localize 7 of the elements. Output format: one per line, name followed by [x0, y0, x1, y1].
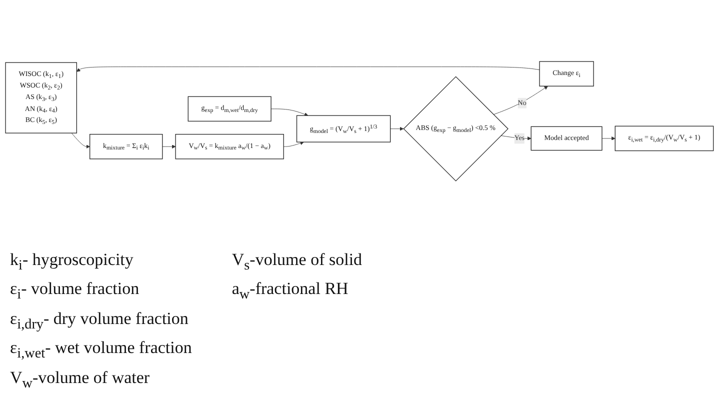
definition-text: a$_{w}$-fractional RH [232, 278, 350, 305]
definition-text: k$_{i}$- hygroscopicity [10, 249, 134, 276]
definition-text: V$_{w}$-volume of water [10, 366, 151, 393]
definition-text: ε$_{i,wet}$- wet volume fraction [10, 337, 192, 364]
definition-text: ε$_{i,dry}$- dry volume fraction [10, 308, 190, 334]
definition-text: ε$_{i}$- volume fraction [10, 278, 140, 305]
definition-text: V$_{s}$-volume of solid [232, 249, 362, 276]
